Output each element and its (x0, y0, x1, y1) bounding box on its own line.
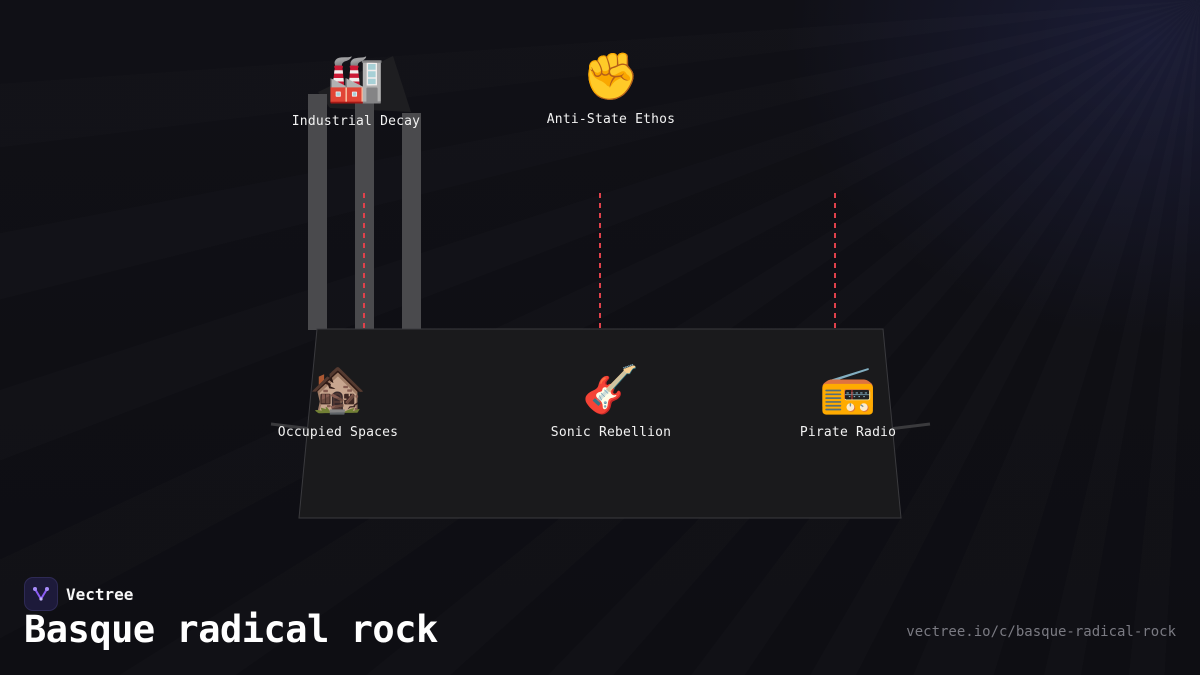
page-url[interactable]: vectree.io/c/basque-radical-rock (906, 624, 1176, 640)
platform-strut-left (270, 422, 313, 431)
node-label: Industrial Decay (291, 114, 421, 129)
node-label: Sonic Rebellion (550, 425, 672, 440)
factory-pillar-right (402, 113, 421, 330)
factory-icon: 🏭 (327, 51, 385, 105)
node-label: Anti-State Ethos (546, 112, 676, 127)
derelict-house-icon: 🏚️ (309, 362, 367, 416)
node-anti-state-ethos[interactable]: ✊ Anti-State Ethos (511, 48, 711, 127)
node-label: Occupied Spaces (277, 425, 399, 440)
node-pirate-radio[interactable]: 📻 Pirate Radio (748, 361, 948, 440)
platform (298, 328, 902, 519)
raised-fist-icon: ✊ (582, 49, 640, 103)
node-industrial-decay[interactable]: 🏭 Industrial Decay (256, 50, 456, 129)
node-occupied-spaces[interactable]: 🏚️ Occupied Spaces (238, 361, 438, 440)
platform-strut-right (888, 422, 931, 431)
radio-icon: 📻 (819, 362, 877, 416)
page-title: Basque radical rock (24, 608, 438, 651)
brand-name: Vectree (66, 584, 134, 604)
node-sonic-rebellion[interactable]: 🎸 Sonic Rebellion (511, 361, 711, 440)
guitar-icon: 🎸 (582, 362, 640, 416)
node-label: Pirate Radio (799, 425, 897, 440)
vectree-logo-icon (24, 577, 58, 611)
factory-roof (318, 56, 411, 112)
factory-pillar-left (308, 94, 327, 330)
brand[interactable]: Vectree (24, 577, 133, 611)
